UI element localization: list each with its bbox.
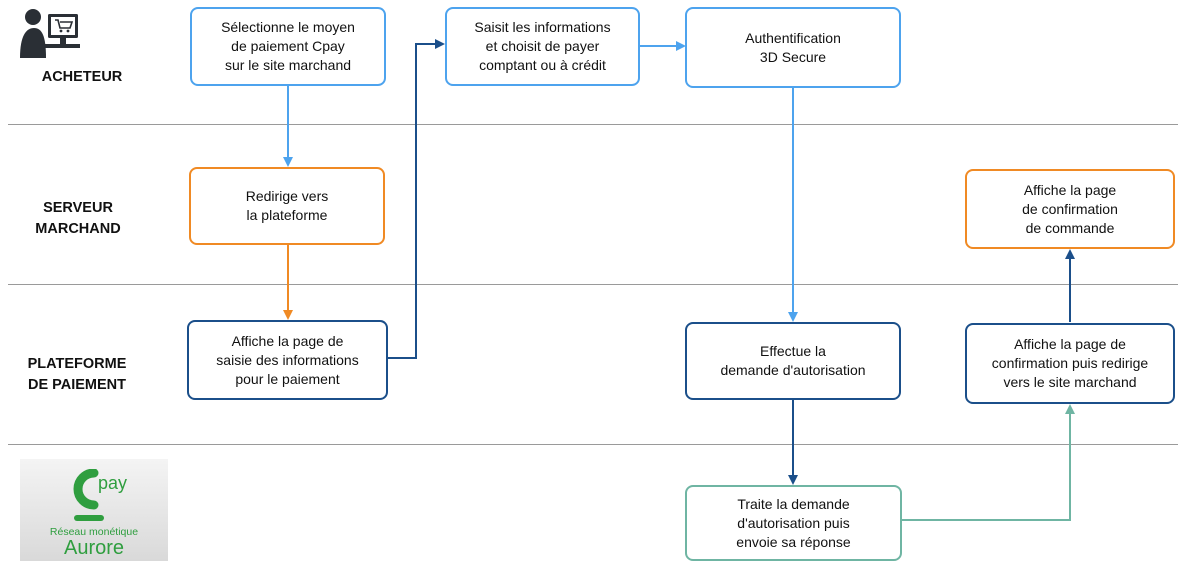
lane-divider-2 <box>8 284 1178 285</box>
lane-label-acheteur: ACHETEUR <box>41 69 123 85</box>
logo-wordmark: pay <box>98 473 128 493</box>
arrow-process-to-confirm-redirect <box>902 404 1075 521</box>
cpay-aurore-logo: pay Réseau monétique Aurore <box>20 459 168 561</box>
box-show-confirmation: Affiche la page de confirmation de comma… <box>965 169 1175 249</box>
box-select-payment: Sélectionne le moyen de paiement Cpay su… <box>190 7 386 86</box>
cpay-c-mark <box>73 469 104 521</box>
box-redirect: Redirige vers la plateforme <box>189 167 385 245</box>
lane-divider-1 <box>8 124 1178 125</box>
lane-label-serveur-marchand: SERVEUR MARCHAND <box>35 200 121 237</box>
box-show-entry-page: Affiche la page de saisie des informatio… <box>187 320 388 400</box>
lane-label-plateforme-paiement: PLATEFORME DE PAIEMENT <box>27 356 127 393</box>
logo-brand: Aurore <box>63 537 125 559</box>
box-process-request: Traite la demande d'autorisation puis en… <box>685 485 902 561</box>
buyer-at-computer-icon <box>20 9 80 58</box>
box-confirm-redirect: Affiche la page de confirmation puis red… <box>965 323 1175 404</box>
logo-tagline: Réseau monétique <box>49 526 139 538</box>
box-enter-info: Saisit les informations et choisit de pa… <box>445 7 640 86</box>
lane-divider-3 <box>8 444 1178 445</box>
arrow-entry-page-to-enter-info <box>388 39 445 359</box>
box-3d-secure: Authentification 3D Secure <box>685 7 901 88</box>
box-auth-request: Effectue la demande d'autorisation <box>685 322 901 400</box>
